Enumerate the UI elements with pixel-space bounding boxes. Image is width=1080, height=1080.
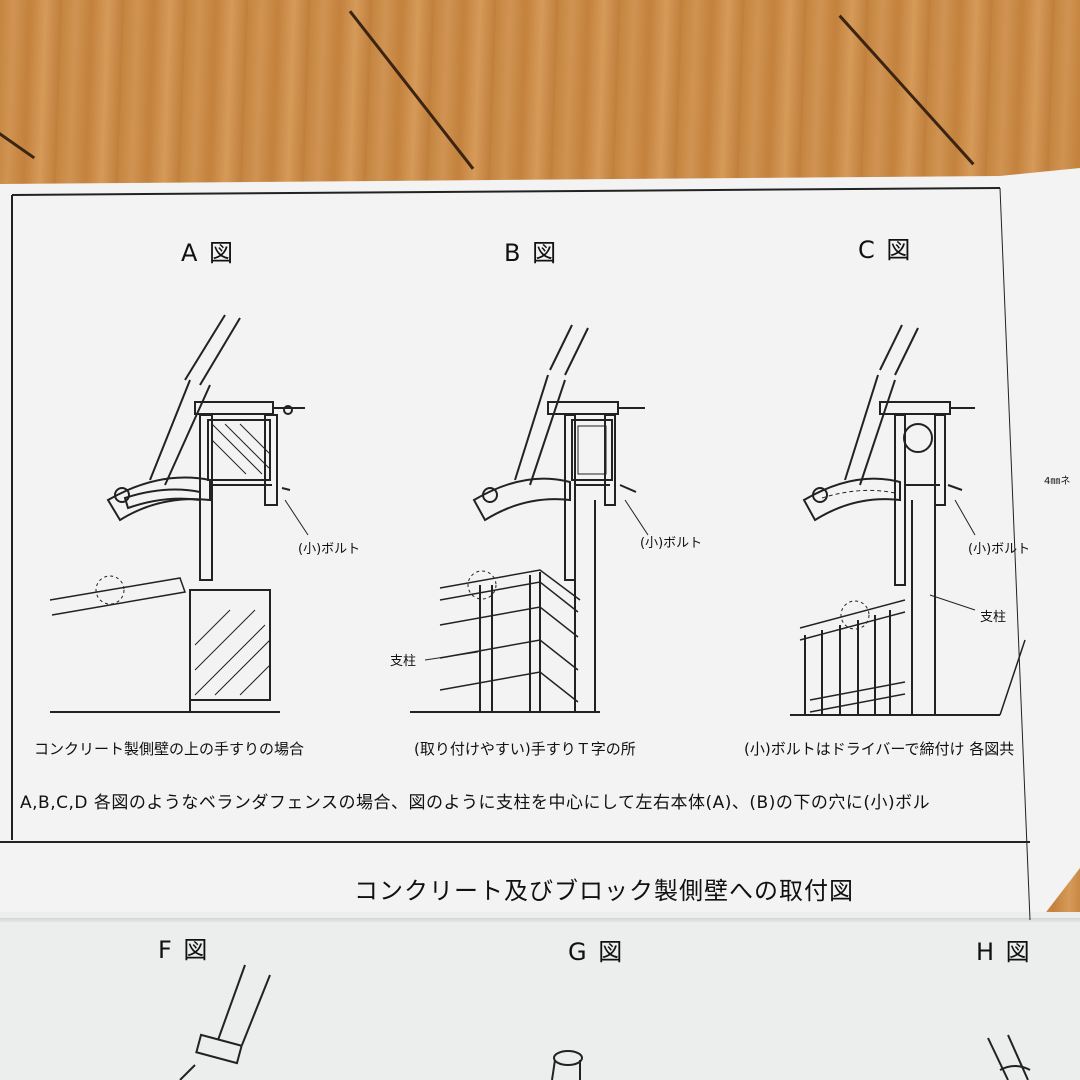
figure-a-label: A 図 bbox=[181, 239, 236, 267]
figure-a-bolt-callout: (小)ボルト bbox=[298, 542, 361, 557]
figure-g-drawing bbox=[551, 1050, 583, 1080]
figure-b-caption: (取り付けやすい)手すりＴ字の所 bbox=[414, 740, 636, 758]
figure-c-drawing bbox=[790, 324, 1000, 716]
figure-g-label: G 図 bbox=[568, 938, 625, 966]
figure-f-drawing bbox=[179, 964, 271, 1080]
side-note: 4㎜ネ bbox=[1044, 476, 1071, 487]
figure-b-label: B 図 bbox=[504, 239, 559, 267]
frame-top-border bbox=[11, 187, 1001, 196]
instruction-sheet-bottom bbox=[0, 912, 1080, 1080]
figure-c-bolt-callout: (小)ボルト bbox=[968, 542, 1031, 557]
figure-c-caption: (小)ボルトはドライバーで締付け 各図共 bbox=[744, 740, 1015, 758]
instruction-sheet-top bbox=[0, 168, 1080, 920]
figure-a-caption: コンクリート製側壁の上の手すりの場合 bbox=[34, 740, 305, 758]
figure-b-bolt-callout: (小)ボルト bbox=[640, 536, 703, 551]
instruction-text: A,B,C,D 各図のようなベランダフェンスの場合、図のように支柱を中心にして左… bbox=[20, 793, 931, 813]
figure-b-drawing bbox=[410, 324, 649, 713]
figure-b-post-callout: 支柱 bbox=[390, 654, 417, 669]
figure-f-label: F 図 bbox=[158, 936, 210, 964]
figure-c-post-callout: 支柱 bbox=[980, 610, 1007, 625]
paper-fold bbox=[0, 918, 1080, 924]
figure-h-label: H 図 bbox=[976, 938, 1032, 966]
figure-h-drawing bbox=[987, 1034, 1031, 1080]
section-title: コンクリート及びブロック製側壁への取付図 bbox=[354, 877, 854, 905]
figure-a-drawing bbox=[49, 314, 309, 713]
figure-c-label: C 図 bbox=[858, 236, 913, 264]
